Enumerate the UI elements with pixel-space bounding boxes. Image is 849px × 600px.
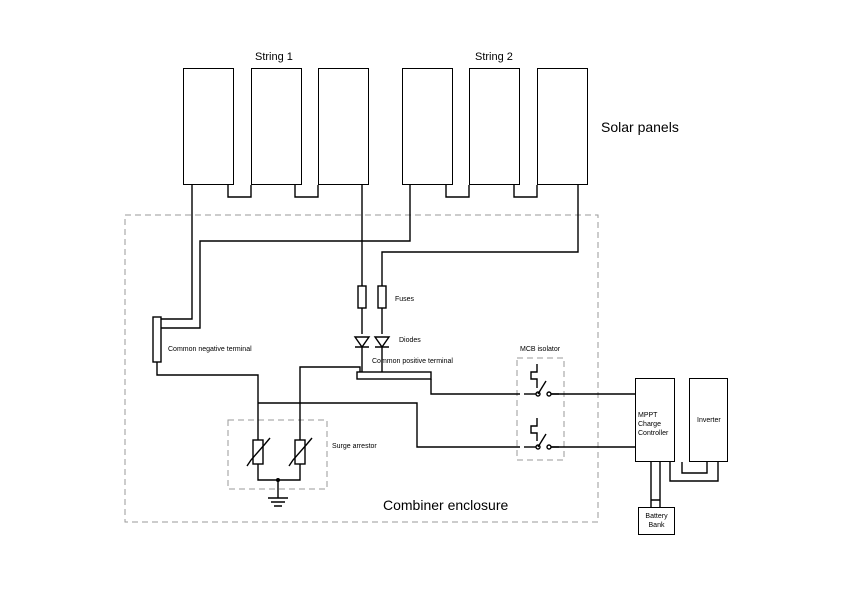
common-positive-terminal xyxy=(356,371,432,380)
string2-label: String 2 xyxy=(475,51,513,63)
inverter-box xyxy=(689,378,728,462)
mcb-isolator-boundary xyxy=(516,357,565,461)
solar-panel-string1-2 xyxy=(251,68,302,185)
surge-arrestor-boundary xyxy=(227,419,328,490)
diodes-label: Diodes xyxy=(399,337,421,344)
inverter-label: Inverter xyxy=(697,417,721,424)
solar-panel-string2-2 xyxy=(469,68,520,185)
mppt-label-line2: Charge xyxy=(638,421,661,428)
solar-panel-string2-3 xyxy=(537,68,588,185)
string1-negative-wire xyxy=(160,185,193,320)
fuse-string2 xyxy=(377,285,387,309)
solar-panel-string1-3 xyxy=(318,68,369,185)
mppt-inverter-battery-wires xyxy=(650,462,719,507)
solar-panel-string1-1 xyxy=(183,68,234,185)
positive-to-mcb-wire xyxy=(430,379,520,395)
negative-to-mcb-wire xyxy=(258,402,520,448)
surge-arrestor-varistors xyxy=(246,437,313,481)
string2-positive-wire xyxy=(381,185,579,334)
common-negative-terminal xyxy=(152,316,162,363)
diode-string2 xyxy=(373,336,391,372)
fuses-label: Fuses xyxy=(395,296,415,303)
battery-bank-box xyxy=(638,507,675,535)
mppt-charge-controller-box xyxy=(635,378,675,462)
negative-bus-wire xyxy=(156,362,259,440)
solar-panel-string2-1 xyxy=(402,68,453,185)
string2-negative-wire xyxy=(160,185,411,329)
mppt-label-line1: MPPT xyxy=(638,412,658,419)
mppt-label-line3: Controller xyxy=(638,430,669,437)
string2-series-links xyxy=(445,185,538,198)
diode-string1 xyxy=(353,336,371,372)
mcb-to-mppt-wires xyxy=(551,393,635,448)
string1-series-links xyxy=(227,185,319,198)
fuse-string1 xyxy=(357,285,367,309)
common-positive-terminal-label: Common positive terminal xyxy=(372,358,453,365)
solar-panels-label: Solar panels xyxy=(601,119,679,135)
mcb-isolator-switches xyxy=(524,364,559,450)
common-negative-terminal-label: Common negative terminal xyxy=(168,346,252,353)
string1-label: String 1 xyxy=(255,51,293,63)
earth-ground-icon xyxy=(268,478,288,507)
mppt-charge-controller-label: MPPT Charge Controller xyxy=(635,411,675,438)
battery-label-line1: Battery xyxy=(645,513,668,520)
battery-bank-label: Battery Bank xyxy=(638,512,675,530)
combiner-enclosure-label: Combiner enclosure xyxy=(383,497,509,513)
surge-arrestor-label: Surge arrestor xyxy=(332,443,377,450)
mcb-isolator-label: MCB isolator xyxy=(520,346,561,353)
battery-label-line2: Bank xyxy=(648,522,665,529)
